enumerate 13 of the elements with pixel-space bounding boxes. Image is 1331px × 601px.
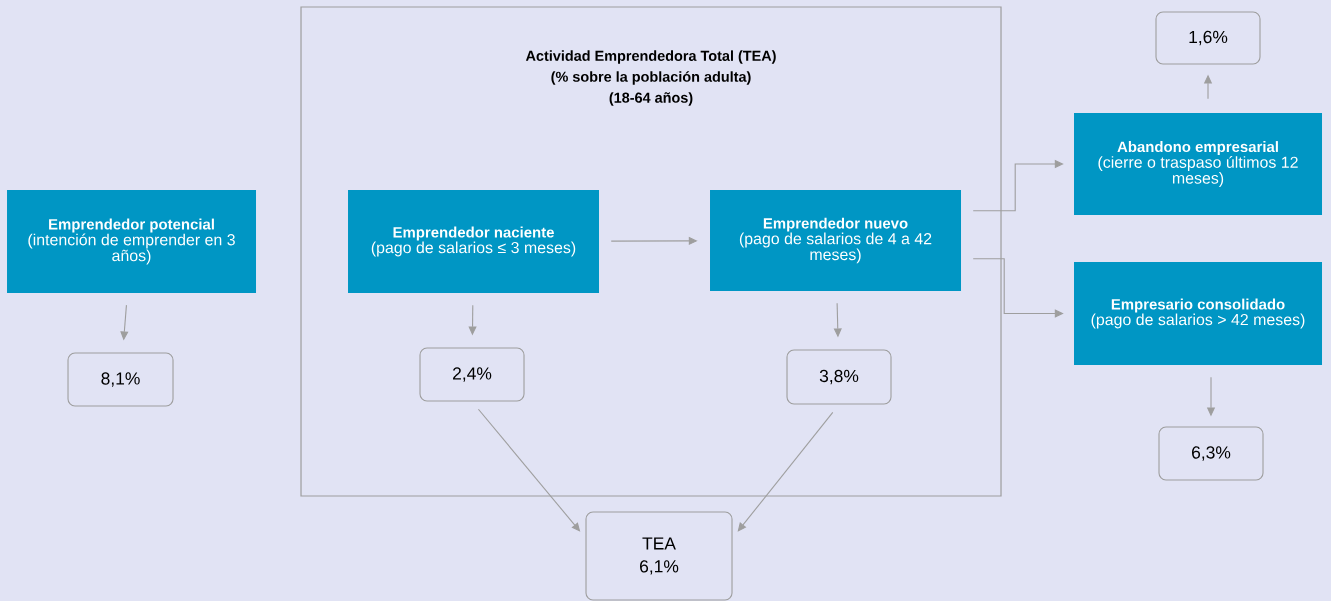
value-box: TEA 6,1% bbox=[585, 511, 733, 601]
category-box: Empresario consolidado (pago de salarios > 42 meses) bbox=[1074, 262, 1322, 365]
category-box: Emprendedor potencial (intención de emprender en 3 años) bbox=[7, 190, 256, 293]
category-box: Emprendedor naciente (pago de salarios ≤ 3 meses) bbox=[348, 190, 599, 293]
value-box: 3,8% bbox=[786, 349, 892, 405]
value-box: 8,1% bbox=[67, 352, 174, 407]
category-box: Abandono empresarial (cierre o traspaso últimos 12 meses) bbox=[1074, 113, 1322, 215]
value-box: 6,3% bbox=[1158, 426, 1264, 481]
category-box: Emprendedor nuevo (pago de salarios de 4 a 42 meses) bbox=[710, 190, 961, 291]
arrow bbox=[477, 408, 581, 532]
value-box: 2,4% bbox=[419, 347, 525, 402]
value-box: 1,6% bbox=[1155, 11, 1261, 65]
arrow bbox=[737, 411, 834, 532]
